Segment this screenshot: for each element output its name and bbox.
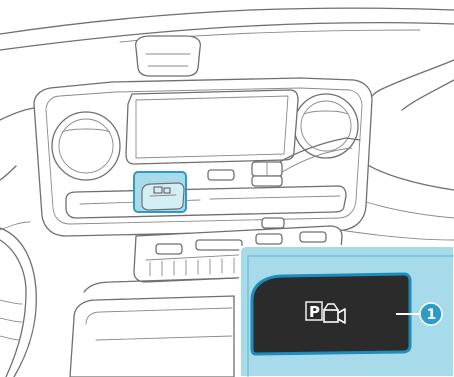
parking-symbol-label: P [309,303,320,321]
highlighted-camera-switch [134,172,186,212]
callout-marker: 1 [420,303,442,325]
inset-panel: P 1 [240,246,454,377]
callout-number: 1 [427,307,437,323]
parking-camera-button [252,274,410,354]
